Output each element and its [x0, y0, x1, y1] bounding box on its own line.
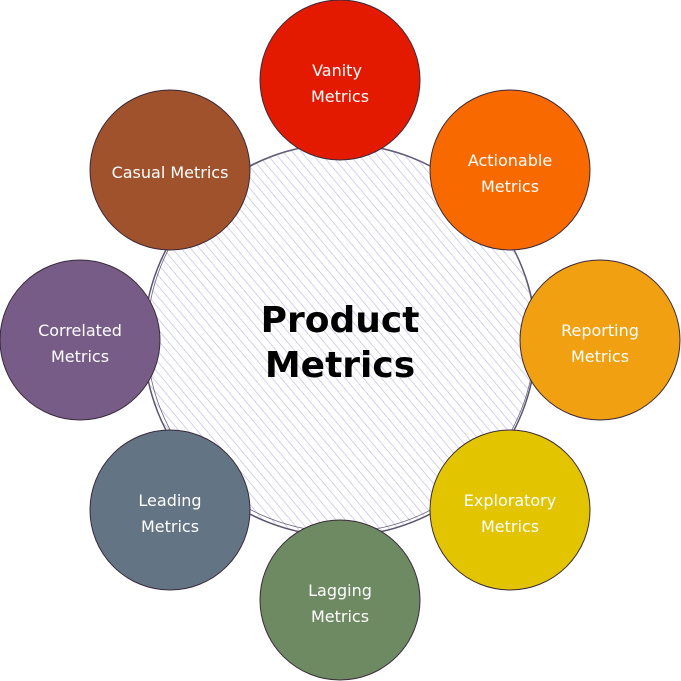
node-vanity-circle: [259, 0, 421, 161]
node-actionable-circle: [429, 89, 591, 251]
center-hub: Product Metrics: [143, 143, 537, 537]
node-exploratory[interactable]: Exploratory Metrics: [429, 429, 591, 591]
node-reporting-label-line1: Reporting: [561, 321, 639, 340]
node-leading-circle: [89, 429, 251, 591]
center-title-line1: Product: [261, 300, 420, 341]
node-correlated-circle: [0, 259, 161, 421]
node-correlated-label-line1: Correlated: [38, 321, 122, 340]
node-lagging[interactable]: Lagging Metrics: [259, 519, 421, 681]
node-correlated[interactable]: Correlated Metrics: [0, 259, 161, 421]
node-lagging-circle: [259, 519, 421, 681]
node-leading-label-line2: Metrics: [141, 517, 199, 536]
node-actionable-label-line2: Metrics: [481, 177, 539, 196]
node-leading[interactable]: Leading Metrics: [89, 429, 251, 591]
node-reporting-label-line2: Metrics: [571, 347, 629, 366]
node-casual-circle: [89, 89, 251, 251]
node-exploratory-circle: [429, 429, 591, 591]
node-actionable-label-line1: Actionable: [468, 151, 552, 170]
node-casual[interactable]: Casual Metrics: [89, 89, 251, 251]
node-exploratory-label-line2: Metrics: [481, 517, 539, 536]
node-vanity-label-line1: Vanity: [312, 61, 362, 80]
center-title-line2: Metrics: [265, 345, 415, 386]
node-vanity-label-line2: Metrics: [311, 87, 369, 106]
node-correlated-label-line2: Metrics: [51, 347, 109, 366]
node-lagging-label-line1: Lagging: [308, 581, 372, 600]
node-lagging-label-line2: Metrics: [311, 607, 369, 626]
node-actionable[interactable]: Actionable Metrics: [429, 89, 591, 251]
node-vanity[interactable]: Vanity Metrics: [259, 0, 421, 161]
node-reporting[interactable]: Reporting Metrics: [519, 259, 681, 421]
node-leading-label-line1: Leading: [138, 491, 201, 510]
node-reporting-circle: [519, 259, 681, 421]
center-hatch: [145, 145, 535, 535]
node-casual-label-line1: Casual Metrics: [112, 163, 229, 182]
node-exploratory-label-line1: Exploratory: [464, 491, 556, 510]
